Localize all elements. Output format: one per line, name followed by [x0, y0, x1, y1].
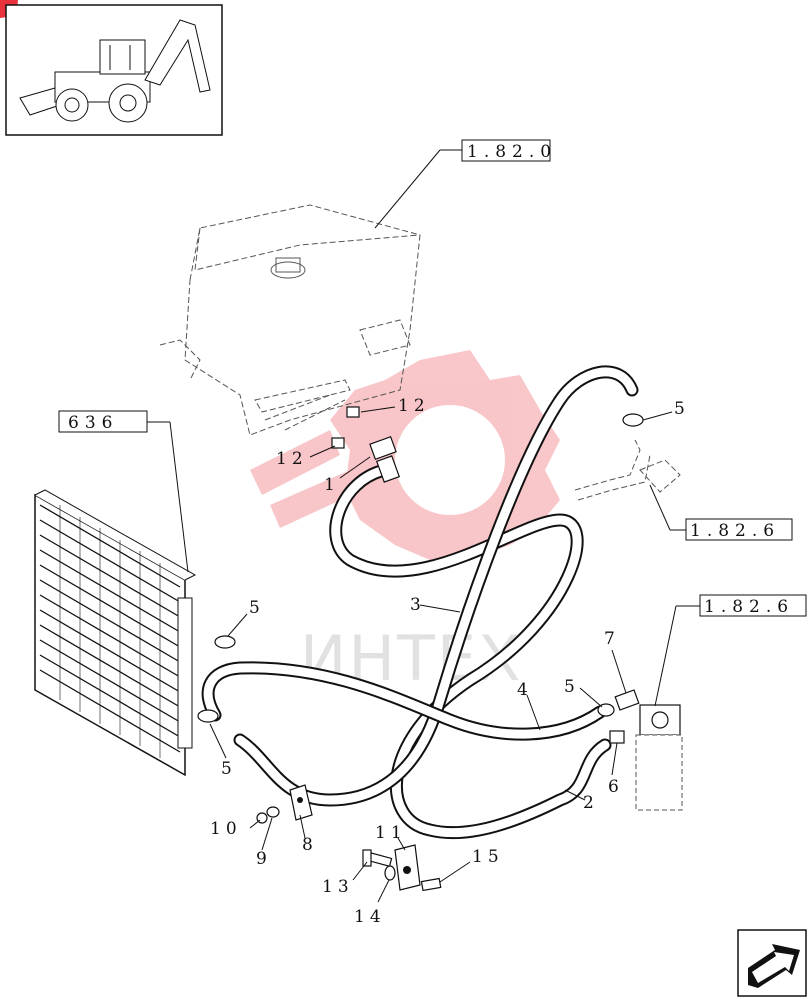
- fuel-tank-ghost: [159, 204, 421, 436]
- leader-lines: [147, 149, 700, 903]
- svg-text:1.82.6: 1.82.6: [704, 597, 794, 617]
- hose-2[interactable]: [201, 661, 607, 741]
- washer-14[interactable]: [384, 865, 396, 881]
- bracket-11[interactable]: [394, 844, 421, 891]
- callout-7: 7: [604, 629, 620, 649]
- callout-15: 15: [472, 847, 504, 867]
- callout-13: 13: [322, 877, 354, 897]
- oil-filter[interactable]: [635, 704, 683, 811]
- callout-9: 9: [256, 849, 272, 869]
- callout-labels: 1 2 3 4 5 5 5 5 6 7 8 9 10 11 12 12 13 1…: [210, 396, 690, 927]
- ref-box-tank[interactable]: 1.82.0: [461, 139, 557, 162]
- callout-12b: 12: [276, 449, 308, 469]
- callout-12a: 12: [398, 396, 430, 416]
- callout-5b: 5: [221, 759, 237, 779]
- elbow-fitting-1[interactable]: [369, 435, 401, 483]
- svg-text:636: 636: [68, 413, 118, 433]
- connector-6[interactable]: [609, 730, 625, 744]
- callout-5d: 5: [564, 677, 580, 697]
- hose-clamp-5b[interactable]: [197, 709, 219, 723]
- bracket-8[interactable]: [289, 784, 313, 821]
- next-page-button[interactable]: [737, 929, 807, 997]
- callout-4: 4: [517, 680, 533, 700]
- callout-5c: 5: [674, 399, 690, 419]
- hose-clamp-5a[interactable]: [214, 635, 236, 649]
- svg-text:1.82.0: 1.82.0: [467, 142, 557, 162]
- bolt-13[interactable]: [362, 849, 393, 867]
- callout-8: 8: [302, 835, 318, 855]
- ghost-pipe: [574, 439, 681, 501]
- hose-3[interactable]: [329, 463, 612, 840]
- callout-10: 10: [210, 819, 242, 839]
- machine-thumbnail-icon: [19, 19, 211, 123]
- watermark-logo: [250, 350, 560, 560]
- callout-14: 14: [354, 907, 386, 927]
- callout-1: 1: [324, 475, 340, 495]
- callout-5a: 5: [249, 598, 265, 618]
- callout-2: 2: [583, 793, 599, 813]
- hose-clamp-5c[interactable]: [622, 413, 644, 427]
- callout-6: 6: [608, 777, 624, 797]
- adapter-7[interactable]: [614, 689, 640, 711]
- svg-text:1.82.6: 1.82.6: [690, 521, 780, 541]
- ref-box-radiator[interactable]: 636: [58, 410, 148, 433]
- oil-cooler-radiator[interactable]: [34, 489, 197, 777]
- washer-9[interactable]: [266, 806, 280, 818]
- ref-box-filter[interactable]: 1.82.6: [699, 594, 807, 617]
- plug-12b[interactable]: [331, 437, 345, 449]
- pin-15[interactable]: [420, 877, 442, 892]
- next-page-arrow-icon: [748, 944, 800, 988]
- callout-11: 11: [375, 823, 407, 843]
- ref-box-pipe[interactable]: 1.82.6: [685, 518, 793, 541]
- machine-thumbnail[interactable]: [5, 4, 223, 136]
- callout-3: 3: [410, 595, 426, 615]
- plug-12a[interactable]: [346, 406, 360, 418]
